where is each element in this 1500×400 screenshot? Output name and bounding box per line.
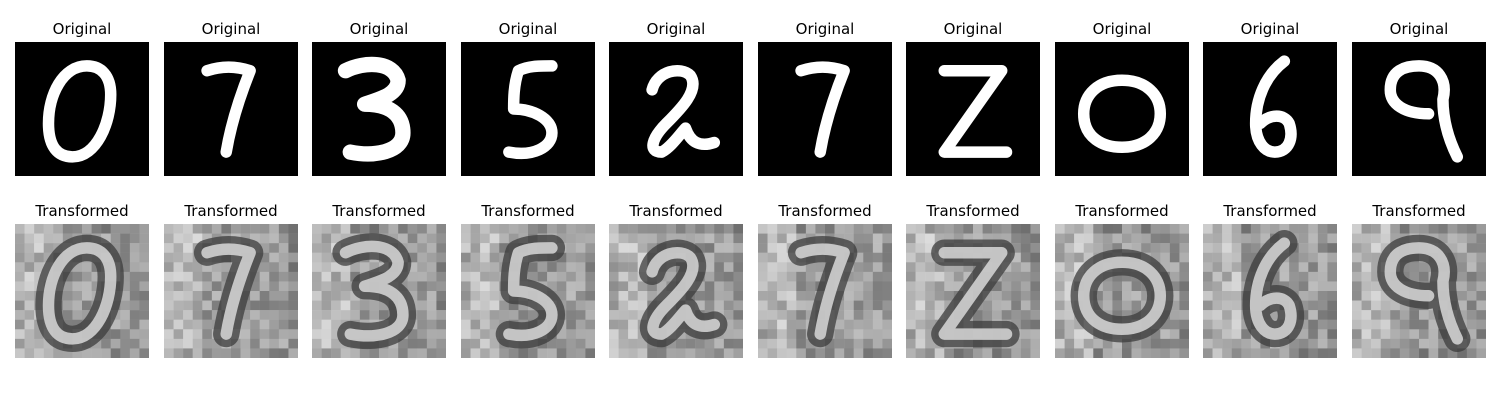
original-panel: Original (1352, 20, 1486, 176)
transformed-panel: Transformed (164, 202, 298, 358)
digit-stroke (503, 242, 558, 341)
panel-title: Original (201, 20, 261, 38)
transformed-digit-image (1055, 224, 1189, 358)
digit-stroke (938, 64, 1013, 158)
transformed-panel: Transformed (906, 202, 1040, 358)
panel-title: Transformed (778, 202, 872, 220)
panel-title: Transformed (481, 202, 575, 220)
original-digit-image (906, 42, 1040, 176)
transformed-panel: Transformed (461, 202, 595, 358)
original-digit-image (609, 42, 743, 176)
panel-title: Transformed (629, 202, 723, 220)
transformed-digit-image (312, 224, 446, 358)
digit-stroke (503, 60, 558, 159)
original-panel: Original (609, 20, 743, 176)
original-digit-image (164, 42, 298, 176)
digit-stroke (646, 247, 721, 340)
panel-title: Transformed (35, 202, 129, 220)
panel-title: Transformed (1075, 202, 1169, 220)
original-digit-image (15, 42, 149, 176)
digit-stroke (1249, 55, 1297, 158)
original-panel: Original (312, 20, 446, 176)
panel-title: Original (349, 20, 409, 38)
original-panel: Original (164, 20, 298, 176)
transformed-panel: Transformed (758, 202, 892, 358)
original-panel: Original (906, 20, 1040, 176)
transformed-panel: Transformed (609, 202, 743, 358)
panel-title: Original (1240, 20, 1300, 38)
digit-stroke (1249, 237, 1297, 340)
digit-stroke (201, 243, 256, 340)
panel-title: Transformed (1372, 202, 1466, 220)
transformed-digit-image (609, 224, 743, 358)
original-digit-image (312, 42, 446, 176)
transformed-panel: Transformed (1352, 202, 1486, 358)
transformed-panel: Transformed (15, 202, 149, 358)
digit-stroke (337, 56, 411, 162)
panel-title: Transformed (926, 202, 1020, 220)
panel-title: Original (52, 20, 112, 38)
original-panel: Original (1055, 20, 1189, 176)
panel-title: Original (646, 20, 706, 38)
panel-title: Transformed (184, 202, 278, 220)
transformed-digit-image (1352, 224, 1486, 358)
transformed-panel: Transformed (1055, 202, 1189, 358)
panel-title: Original (795, 20, 855, 38)
digit-stroke (795, 61, 850, 158)
digit-stroke (201, 61, 256, 158)
digit-stroke (1077, 256, 1167, 336)
original-panel: Original (15, 20, 149, 176)
original-digit-image (1352, 42, 1486, 176)
panel-title: Original (943, 20, 1003, 38)
original-digit-image (461, 42, 595, 176)
original-digit-image (758, 42, 892, 176)
transformed-digit-image (1203, 224, 1337, 358)
digit-stroke (42, 60, 117, 163)
panel-title: Original (498, 20, 558, 38)
original-digit-image (1203, 42, 1337, 176)
digit-stroke (1384, 242, 1464, 345)
digit-stroke (646, 65, 721, 158)
transformed-panel: Transformed (1203, 202, 1337, 358)
panel-title: Original (1092, 20, 1152, 38)
panel-title: Transformed (1223, 202, 1317, 220)
digit-stroke (938, 246, 1013, 340)
transformed-panel: Transformed (312, 202, 446, 358)
panel-title: Original (1389, 20, 1449, 38)
digit-stroke (1077, 74, 1167, 154)
digit-stroke (795, 243, 850, 340)
transformed-digit-image (906, 224, 1040, 358)
transformed-digit-image (15, 224, 149, 358)
digit-stroke (42, 242, 117, 345)
original-panel: Original (758, 20, 892, 176)
original-panel: Original (461, 20, 595, 176)
transformed-digit-image (164, 224, 298, 358)
original-panel: Original (1203, 20, 1337, 176)
panel-title: Transformed (332, 202, 426, 220)
transformed-digit-image (758, 224, 892, 358)
digit-stroke (1384, 60, 1464, 163)
original-digit-image (1055, 42, 1189, 176)
transformed-digit-image (461, 224, 595, 358)
digit-stroke (339, 240, 409, 342)
